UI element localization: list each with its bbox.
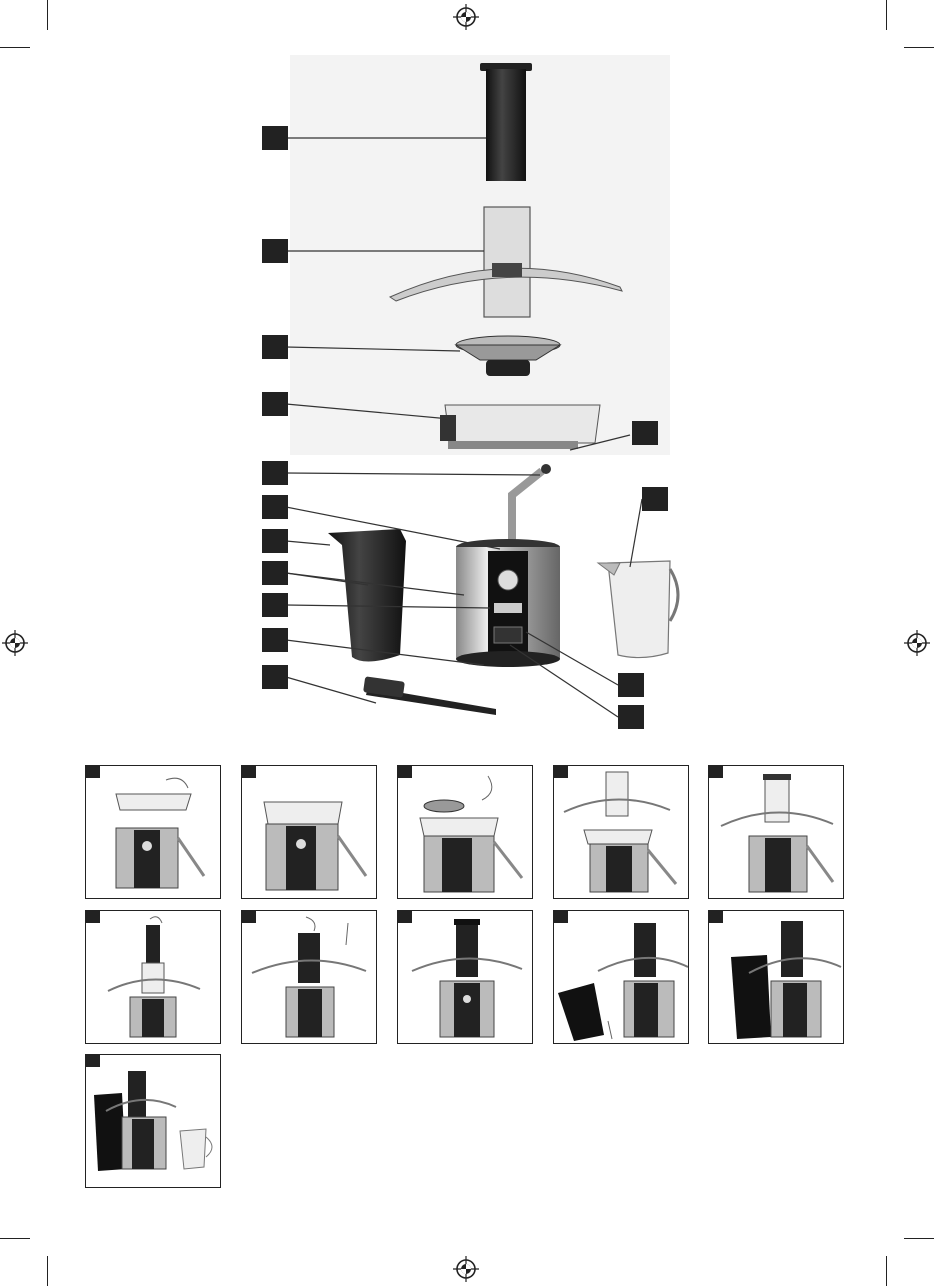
crop-mark-top-right-v <box>886 0 887 30</box>
part-callout <box>262 335 288 359</box>
step-marker <box>86 911 100 923</box>
juicer-exploded-view <box>250 55 690 735</box>
crop-mark-bottom-left-v <box>47 1256 48 1286</box>
crop-mark-bottom-right-v <box>886 1256 887 1286</box>
assembly-step <box>85 1054 221 1188</box>
step-illustration <box>86 911 221 1044</box>
part-callout <box>262 593 288 617</box>
assembly-step <box>85 765 221 899</box>
assembly-step <box>708 910 844 1044</box>
crop-mark-bottom-left-h <box>0 1238 30 1239</box>
registration-mark-icon <box>904 630 930 656</box>
assembly-step <box>397 910 533 1044</box>
step-illustration <box>709 766 844 899</box>
step-marker <box>554 911 568 923</box>
part-callout <box>262 495 288 519</box>
part-callout <box>262 628 288 652</box>
step-marker <box>86 1055 100 1067</box>
step-illustration <box>86 766 221 899</box>
part-callout <box>262 126 288 150</box>
crop-mark-bottom-right-h <box>904 1238 934 1239</box>
step-illustration <box>242 766 377 899</box>
assembly-step <box>241 910 377 1044</box>
assembly-step <box>85 910 221 1044</box>
part-callout <box>262 529 288 553</box>
step-illustration <box>398 911 533 1044</box>
assembly-step <box>553 765 689 899</box>
part-callout <box>618 673 644 697</box>
step-illustration <box>554 911 689 1044</box>
step-marker <box>554 766 568 778</box>
assembly-step <box>708 765 844 899</box>
part-callout <box>262 561 288 585</box>
step-illustration <box>242 911 377 1044</box>
step-marker <box>242 766 256 778</box>
crop-mark-top-left-h <box>0 47 30 48</box>
part-callout <box>642 487 668 511</box>
step-illustration <box>709 911 844 1044</box>
step-marker <box>242 911 256 923</box>
registration-mark-icon <box>453 4 479 30</box>
parts-diagram <box>250 55 690 735</box>
step-marker <box>709 911 723 923</box>
step-marker <box>86 766 100 778</box>
registration-mark-icon <box>453 1256 479 1282</box>
part-callout <box>262 239 288 263</box>
part-callout <box>618 705 644 729</box>
registration-mark-icon <box>2 630 28 656</box>
part-callout <box>262 665 288 689</box>
step-illustration <box>86 1055 221 1188</box>
step-marker <box>398 766 412 778</box>
step-illustration <box>554 766 689 899</box>
part-callout <box>262 392 288 416</box>
step-illustration <box>398 766 533 899</box>
part-callout <box>262 461 288 485</box>
crop-mark-top-right-h <box>904 47 934 48</box>
assembly-step <box>241 765 377 899</box>
step-marker <box>709 766 723 778</box>
assembly-step <box>397 765 533 899</box>
assembly-step <box>553 910 689 1044</box>
step-marker <box>398 911 412 923</box>
part-callout <box>632 421 658 445</box>
crop-mark-top-left-v <box>47 0 48 30</box>
